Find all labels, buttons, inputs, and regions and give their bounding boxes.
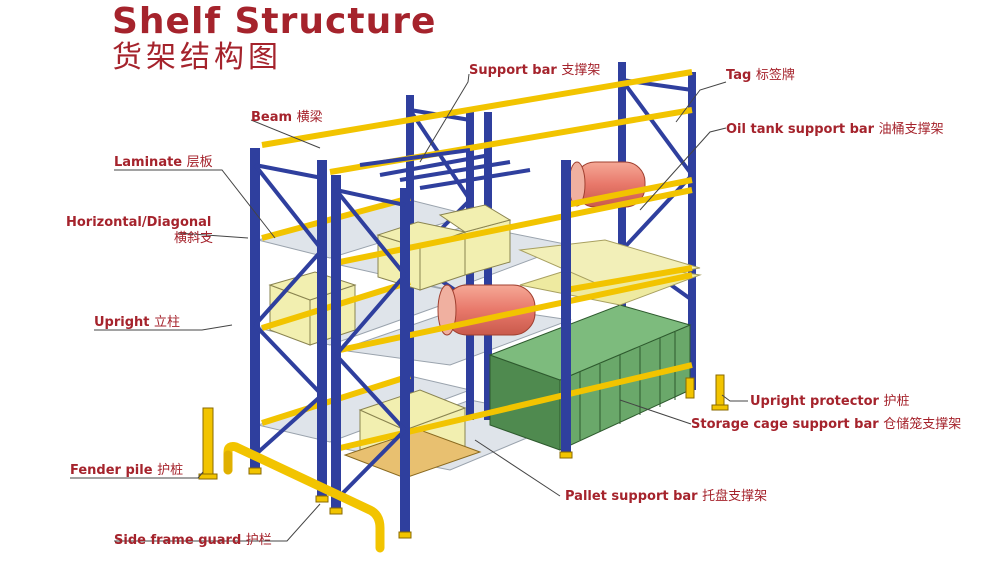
label-support-bar: Support bar 支撑架 xyxy=(469,63,600,79)
label-pallet: Pallet support bar 托盘支撑架 xyxy=(565,489,767,505)
label-laminate: Laminate 层板 xyxy=(114,155,213,171)
label-laminate-en: Laminate xyxy=(114,155,183,170)
label-storage-cage-zh: 仓储笼支撑架 xyxy=(883,417,962,432)
label-upright: Upright 立柱 xyxy=(94,315,180,331)
leader-lines xyxy=(70,73,748,542)
upright-protectors xyxy=(685,374,729,411)
diagram-title: Shelf Structure xyxy=(112,1,437,42)
label-beam: Beam 横梁 xyxy=(251,110,323,126)
label-oil-tank: Oil tank support bar 油桶支撑架 xyxy=(726,122,944,138)
label-tag: Tag 标签牌 xyxy=(726,68,795,84)
upright-bracing xyxy=(253,163,407,502)
label-storage-cage-en: Storage cage support bar xyxy=(691,417,879,432)
label-tag-en: Tag xyxy=(726,68,752,83)
label-laminate-zh: 层板 xyxy=(186,155,213,170)
label-horizontal-diagonal: Horizontal/Diagonal 横斜支 xyxy=(66,215,213,247)
diagram-subtitle: 货架结构图 xyxy=(112,40,282,75)
label-side-frame-guard-zh: 护栏 xyxy=(245,533,272,548)
label-side-frame-guard: Side frame guard 护栏 xyxy=(114,533,272,549)
label-tag-zh: 标签牌 xyxy=(755,68,795,83)
label-upright-protector: Upright protector 护桩 xyxy=(750,394,910,410)
label-storage-cage: Storage cage support bar 仓储笼支撑架 xyxy=(691,417,961,433)
label-oil-tank-zh: 油桶支撑架 xyxy=(878,122,944,137)
label-upright-en: Upright xyxy=(94,315,150,330)
label-fender-pile: Fender pile 护桩 xyxy=(70,463,183,479)
label-upright-protector-en: Upright protector xyxy=(750,394,879,409)
label-support-bar-zh: 支撑架 xyxy=(561,63,601,78)
support-bars xyxy=(359,148,531,190)
label-beam-zh: 横梁 xyxy=(296,110,323,125)
label-pallet-zh: 托盘支撑架 xyxy=(702,489,768,504)
label-upright-zh: 立柱 xyxy=(154,315,181,330)
storage-cages xyxy=(488,304,692,451)
label-horizontal-en: Horizontal/Diagonal xyxy=(66,215,212,230)
label-support-bar-en: Support bar xyxy=(469,63,557,78)
label-side-frame-guard-en: Side frame guard xyxy=(114,533,242,548)
front-uprights xyxy=(250,148,571,535)
fender-pile xyxy=(198,407,218,480)
label-upright-protector-zh: 护桩 xyxy=(883,394,910,409)
label-horizontal-zh: 横斜支 xyxy=(174,231,214,246)
label-beam-en: Beam xyxy=(251,110,293,125)
label-pallet-en: Pallet support bar xyxy=(565,489,698,504)
foot-plates xyxy=(248,451,573,539)
label-oil-tank-en: Oil tank support bar xyxy=(726,122,875,137)
label-fender-pile-zh: 护桩 xyxy=(157,463,184,478)
label-fender-pile-en: Fender pile xyxy=(70,463,153,478)
side-frame-guard xyxy=(223,442,385,553)
beams xyxy=(261,69,693,451)
